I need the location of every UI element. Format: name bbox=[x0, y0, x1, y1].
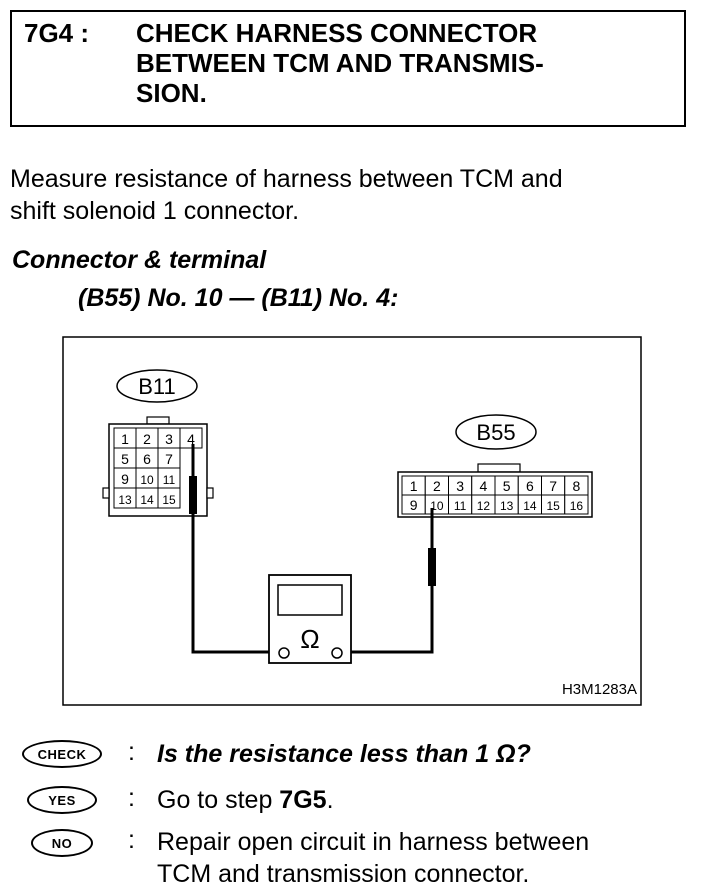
no-line: TCM and transmission connector. bbox=[157, 860, 530, 888]
ohm-symbol: Ω bbox=[300, 624, 319, 654]
b55-terminal-cell bbox=[564, 494, 589, 515]
b11-terminal-14: 14 bbox=[140, 493, 154, 507]
b11-terminal-10: 10 bbox=[140, 473, 154, 487]
yes-text: Go to step 7G5. bbox=[157, 784, 334, 816]
svg-text:B11: B11 bbox=[138, 374, 176, 399]
b55-terminal-8: 8 bbox=[572, 478, 580, 494]
no-text: Repair open circuit in harness between T… bbox=[157, 826, 589, 890]
check-colon: : bbox=[128, 738, 135, 766]
title-line: SION. bbox=[136, 78, 207, 108]
b55-terminal-6: 6 bbox=[526, 478, 534, 494]
b11-terminal-13: 13 bbox=[118, 493, 132, 507]
instruction-text: Measure resistance of harness between TC… bbox=[10, 163, 563, 227]
b11-label: B11 bbox=[116, 369, 198, 403]
yes-colon: : bbox=[128, 784, 135, 812]
figure-code: H3M1283A bbox=[562, 681, 637, 698]
no-line: Repair open circuit in harness between bbox=[157, 828, 590, 856]
connector-spec: (B55) No. 10 — (B11) No. 4: bbox=[78, 284, 399, 312]
b55-terminal-14: 14 bbox=[523, 499, 537, 513]
yes-prefix: Go to step bbox=[157, 786, 280, 814]
b55-terminal-16: 16 bbox=[570, 499, 584, 513]
b11-terminal-2: 2 bbox=[143, 431, 151, 447]
connector-heading: Connector & terminal bbox=[12, 246, 267, 274]
yes-badge: YES bbox=[27, 786, 97, 814]
step-id: 7G4 : bbox=[24, 18, 90, 48]
b55-terminal-11: 11 bbox=[454, 499, 467, 513]
meter-display bbox=[277, 584, 343, 616]
b11-terminal-6: 6 bbox=[143, 451, 151, 467]
b11-terminal-cell bbox=[179, 427, 203, 449]
b11-terminal-3: 3 bbox=[165, 431, 173, 447]
svg-text:B55: B55 bbox=[476, 420, 515, 445]
b11-terminal-5: 5 bbox=[121, 451, 129, 467]
b55-label: B55 bbox=[455, 414, 537, 450]
b55-terminal-9: 9 bbox=[410, 497, 418, 513]
instruction-line: shift solenoid 1 connector. bbox=[10, 197, 300, 225]
check-question: Is the resistance less than 1 Ω? bbox=[157, 740, 531, 768]
meter-terminal bbox=[331, 647, 343, 659]
b11-terminal-15: 15 bbox=[162, 493, 176, 507]
probe-b55 bbox=[428, 548, 436, 586]
check-badge: CHECK bbox=[22, 740, 102, 768]
b55-terminal-15: 15 bbox=[546, 499, 560, 513]
no-badge: NO bbox=[31, 829, 93, 857]
b11-terminal-7: 7 bbox=[165, 451, 173, 467]
b11-terminal-9: 9 bbox=[121, 471, 129, 487]
b55-terminal-7: 7 bbox=[549, 478, 557, 494]
yes-suffix: . bbox=[326, 786, 334, 814]
b55-terminal-4: 4 bbox=[479, 478, 487, 494]
b55-terminal-12: 12 bbox=[477, 499, 491, 513]
no-colon: : bbox=[128, 826, 135, 854]
yes-step-ref: 7G5 bbox=[279, 786, 327, 814]
b55-terminal-5: 5 bbox=[503, 478, 511, 494]
b55-terminal-13: 13 bbox=[500, 499, 514, 513]
b11-terminal-cell bbox=[157, 487, 181, 509]
b55-terminal-10: 10 bbox=[430, 499, 444, 513]
b55-terminal-1: 1 bbox=[410, 478, 418, 494]
meter-terminal bbox=[278, 647, 290, 659]
instruction-line: Measure resistance of harness between TC… bbox=[10, 165, 563, 193]
ohmmeter: Ω bbox=[268, 574, 352, 664]
probe-b11 bbox=[189, 476, 197, 514]
b11-terminal-11: 11 bbox=[163, 473, 176, 487]
b55-terminal-2: 2 bbox=[433, 478, 441, 494]
b11-terminal-1: 1 bbox=[121, 431, 129, 447]
b11-terminal-4: 4 bbox=[187, 431, 195, 447]
step-header-box: 7G4 : CHECK HARNESS CONNECTOR BETWEEN TC… bbox=[10, 10, 686, 127]
title-line: BETWEEN TCM AND TRANSMIS- bbox=[136, 48, 544, 78]
step-title: CHECK HARNESS CONNECTOR BETWEEN TCM AND … bbox=[136, 18, 656, 108]
title-line: CHECK HARNESS CONNECTOR bbox=[136, 18, 538, 48]
b55-terminal-3: 3 bbox=[456, 478, 464, 494]
